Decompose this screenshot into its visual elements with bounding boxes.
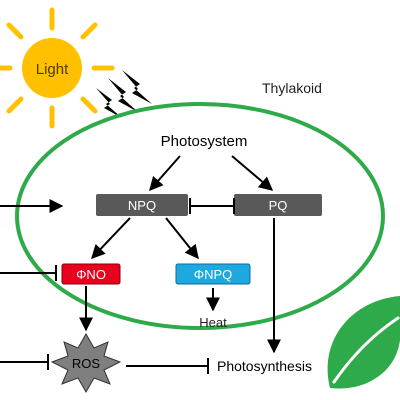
leaf-icon bbox=[327, 296, 400, 389]
phi-npq-box bbox=[175, 263, 251, 285]
arrow-npq-phino bbox=[91, 217, 131, 260]
arrow-photosystem-npq bbox=[149, 155, 181, 192]
pq-box bbox=[234, 194, 322, 216]
pq-label: PQ bbox=[269, 198, 288, 213]
sun-icon bbox=[0, 7, 115, 129]
sun-label: Light bbox=[36, 61, 69, 78]
photosynthesis-label: Photosynthesis bbox=[217, 358, 312, 374]
inhibition-ros-photosynthesis bbox=[126, 358, 209, 374]
inhibition-external-phino bbox=[0, 265, 57, 281]
phi-no-box bbox=[61, 263, 121, 285]
arrow-npq-phinpq bbox=[165, 217, 199, 260]
npq-box bbox=[96, 194, 188, 216]
thylakoid-label: Thylakoid bbox=[262, 80, 322, 96]
phi-no-label: ΦNO bbox=[76, 267, 106, 282]
lightning-icon bbox=[96, 70, 152, 118]
photosystem-label: Photosystem bbox=[161, 133, 248, 150]
inhibition-pq-npq bbox=[189, 198, 235, 214]
burst-icon bbox=[50, 332, 122, 394]
heat-label: Heat bbox=[199, 315, 227, 330]
arrow-photosystem-pq bbox=[231, 155, 274, 191]
npq-label: NPQ bbox=[128, 198, 156, 213]
thylakoid-membrane bbox=[15, 102, 385, 330]
ros-label: ROS bbox=[72, 356, 101, 371]
inhibition-external-ros bbox=[0, 354, 49, 370]
phi-npq-label: ΦNPQ bbox=[194, 267, 233, 282]
